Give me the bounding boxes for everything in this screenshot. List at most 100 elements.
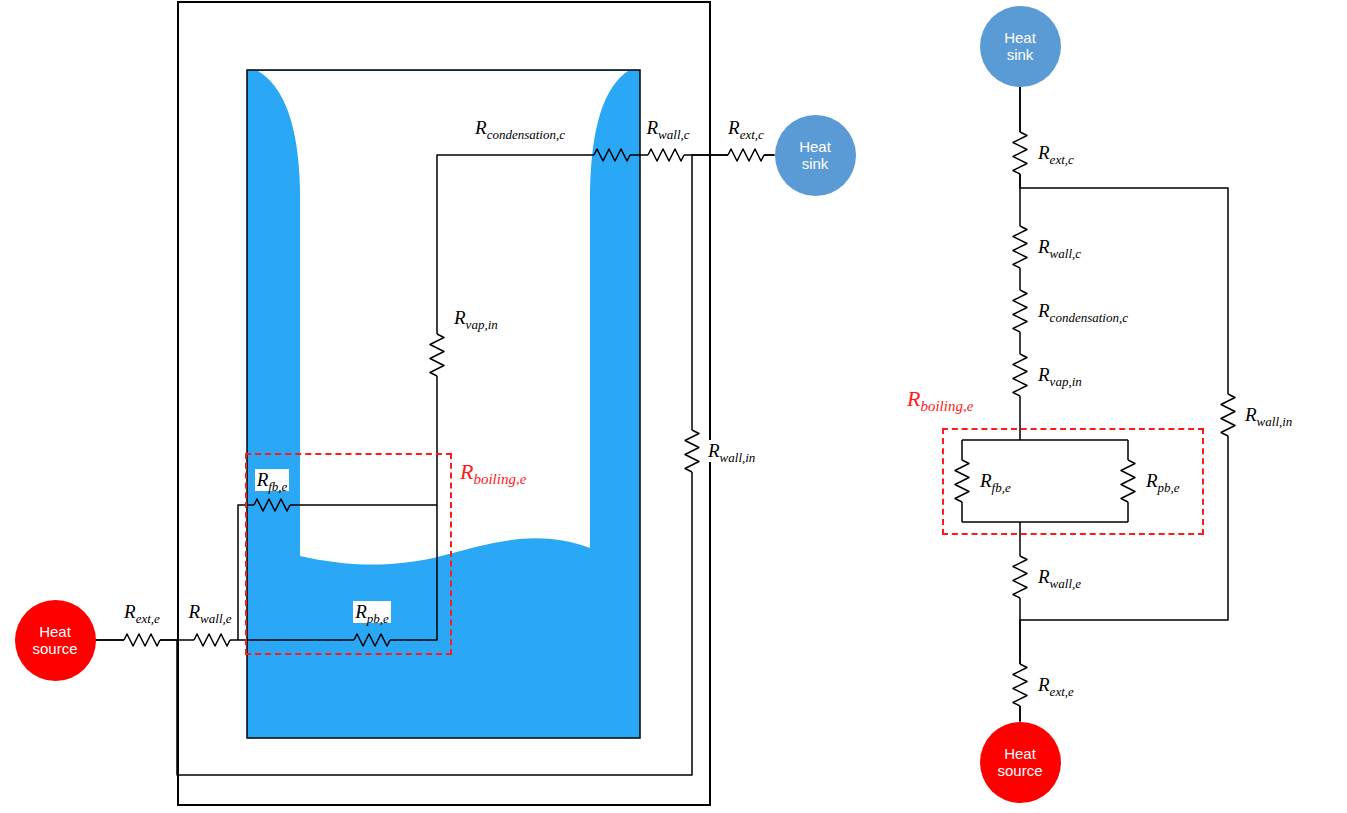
subscript: vap,in bbox=[466, 317, 498, 332]
resistance-label: Rwall,c bbox=[644, 117, 691, 139]
inner-wire bbox=[238, 505, 437, 640]
resistor-symbol bbox=[728, 149, 764, 161]
symbol-letter: R bbox=[460, 459, 473, 484]
subscript: ext,e bbox=[1050, 684, 1074, 699]
resistance-label: Rext,e bbox=[122, 601, 162, 623]
node-label: Heat source bbox=[24, 623, 86, 658]
resistor-symbol bbox=[1121, 460, 1135, 502]
vapor-core bbox=[258, 71, 628, 565]
subscript: pb,e bbox=[367, 611, 389, 626]
symbol-letter: R bbox=[728, 117, 740, 138]
symbol-letter: R bbox=[1245, 404, 1257, 425]
resistance-label: Rext,c bbox=[1036, 142, 1076, 164]
resistor-symbol bbox=[430, 334, 444, 376]
resistance-label: Rvap,in bbox=[1036, 364, 1084, 386]
symbol-letter: R bbox=[188, 601, 200, 622]
symbol-letter: R bbox=[124, 601, 136, 622]
resistance-label: Rpb,e bbox=[1144, 470, 1182, 492]
resistor-symbol bbox=[685, 430, 699, 472]
subscript: fb,e bbox=[268, 479, 287, 494]
heat-source-circle: Heat source bbox=[980, 722, 1061, 803]
symbol-letter: R bbox=[1038, 566, 1050, 587]
symbol-letter: R bbox=[1038, 674, 1050, 695]
symbol-letter: R bbox=[257, 469, 269, 490]
resistor-symbol bbox=[594, 149, 630, 161]
node-label: Heat sink bbox=[989, 29, 1051, 64]
liquid-fill bbox=[247, 70, 640, 738]
symbol-letter: R bbox=[1038, 142, 1050, 163]
heat-sink-circle: Heat sink bbox=[980, 6, 1061, 87]
subscript: condensation,c bbox=[1050, 310, 1128, 325]
resistance-label: Rwall,e bbox=[186, 601, 233, 623]
resistance-label: Rvap,in bbox=[452, 307, 500, 329]
region-label: Rboiling,e bbox=[458, 459, 528, 484]
wire-connector bbox=[437, 155, 775, 453]
node-label: Heat sink bbox=[784, 138, 846, 173]
resistance-label: Rcondensation,c bbox=[473, 117, 567, 139]
symbol-letter: R bbox=[454, 307, 466, 328]
subscript: ext,c bbox=[1050, 152, 1074, 167]
circle-fill bbox=[775, 115, 856, 196]
resistance-label: Rwall,in bbox=[706, 440, 757, 462]
node-label: Heat source bbox=[989, 745, 1051, 780]
subscript: boiling,e bbox=[920, 398, 973, 414]
subscript: wall,c bbox=[658, 127, 689, 142]
inner-wire bbox=[962, 428, 1128, 535]
symbol-letter: R bbox=[1038, 236, 1050, 257]
resistance-label: Rext,e bbox=[1036, 674, 1076, 696]
resistor-symbol bbox=[1013, 226, 1027, 268]
resistance-label: Rcondensation,c bbox=[1036, 300, 1130, 322]
resistance-label: Rfb,e bbox=[255, 469, 290, 491]
symbol-letter: R bbox=[355, 601, 367, 622]
resistor-symbol bbox=[194, 634, 230, 646]
resistor-symbol bbox=[1013, 556, 1027, 598]
subscript: vap,in bbox=[1050, 374, 1082, 389]
subscript: wall,e bbox=[1050, 576, 1081, 591]
circle-fill bbox=[15, 600, 96, 681]
wire-connector bbox=[96, 155, 775, 775]
symbol-letter: R bbox=[907, 386, 920, 411]
resistor-symbol bbox=[1013, 290, 1027, 332]
outer-casing bbox=[178, 2, 710, 805]
symbol-letter: R bbox=[708, 440, 720, 461]
subscript: wall,in bbox=[720, 450, 756, 465]
symbol-letter: R bbox=[1038, 300, 1050, 321]
resistor-symbol bbox=[648, 149, 684, 161]
resistance-label: Rpb,e bbox=[353, 601, 391, 623]
resistor-symbol bbox=[1221, 394, 1235, 436]
subscript: ext,e bbox=[136, 611, 160, 626]
heat-sink-circle: Heat sink bbox=[775, 115, 856, 196]
symbol-letter: R bbox=[1146, 470, 1158, 491]
wire-connector bbox=[1020, 87, 1228, 722]
subscript: wall,in bbox=[1257, 414, 1293, 429]
circle-fill bbox=[980, 722, 1061, 803]
symbol-letter: R bbox=[1038, 364, 1050, 385]
resistance-label: Rwall,in bbox=[1243, 404, 1294, 426]
resistor-symbol bbox=[1013, 354, 1027, 396]
resistor-symbol bbox=[1013, 132, 1027, 174]
symbol-letter: R bbox=[646, 117, 658, 138]
subscript: wall,e bbox=[200, 611, 231, 626]
resistance-label: Rext,c bbox=[726, 117, 766, 139]
heat-source-circle: Heat source bbox=[15, 600, 96, 681]
resistor-symbol bbox=[124, 634, 160, 646]
subscript: condensation,c bbox=[487, 127, 565, 142]
circle-fill bbox=[980, 6, 1061, 87]
subscript: boiling,e bbox=[473, 471, 526, 487]
region-label: Rboiling,e bbox=[905, 386, 975, 411]
subscript: fb,e bbox=[992, 480, 1011, 495]
resistor-symbol bbox=[1013, 664, 1027, 706]
inner-wire bbox=[245, 453, 437, 640]
resistor-symbol bbox=[955, 460, 969, 502]
resistance-label: Rfb,e bbox=[978, 470, 1013, 492]
subscript: ext,c bbox=[740, 127, 764, 142]
resistance-label: Rwall,e bbox=[1036, 566, 1083, 588]
subscript: wall,c bbox=[1050, 246, 1081, 261]
symbol-letter: R bbox=[980, 470, 992, 491]
symbol-letter: R bbox=[475, 117, 487, 138]
subscript: pb,e bbox=[1158, 480, 1180, 495]
resistor-symbol bbox=[254, 499, 290, 511]
resistance-label: Rwall,c bbox=[1036, 236, 1083, 258]
resistor-symbol bbox=[354, 634, 390, 646]
